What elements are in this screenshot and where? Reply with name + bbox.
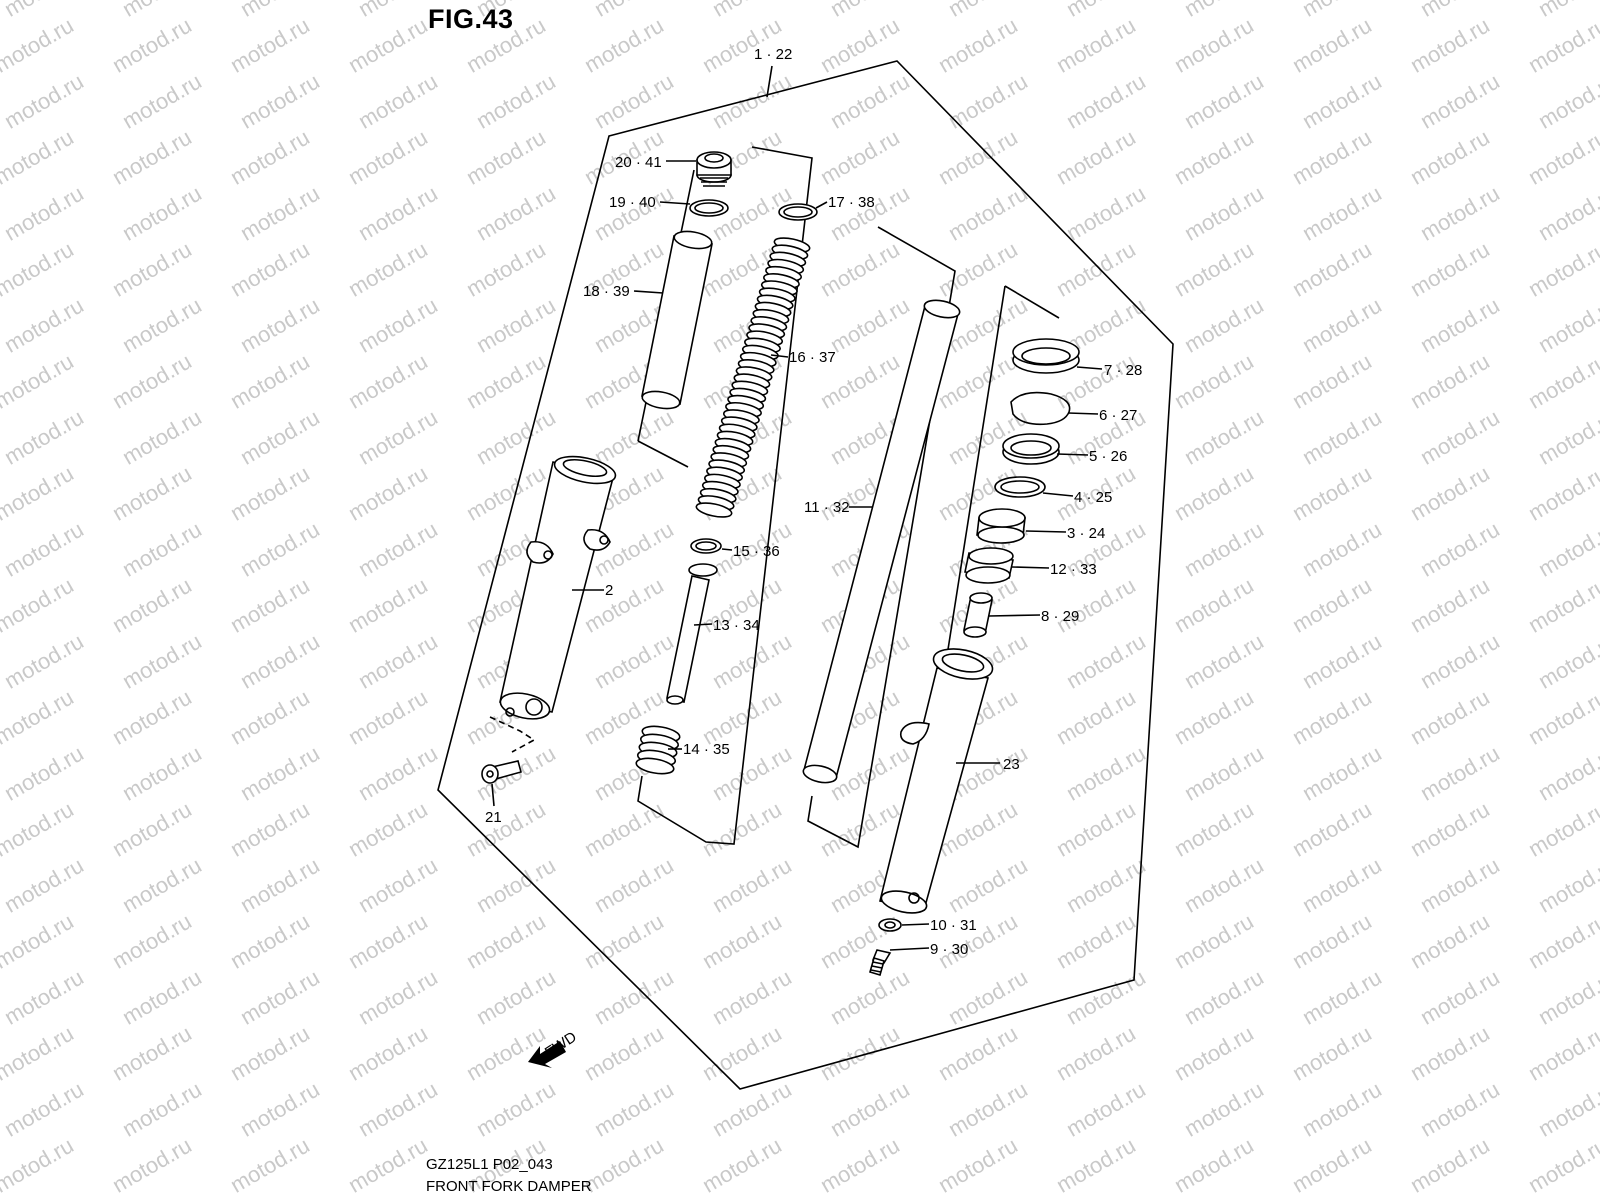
assembly-outline	[437, 60, 1174, 1090]
callout-label: 23	[1003, 756, 1020, 773]
rebound-spring-icon	[635, 725, 681, 775]
oil-seal-icon	[1002, 433, 1060, 465]
fork-spring-icon	[695, 237, 811, 518]
leader-line	[988, 614, 1041, 617]
bolt-icon	[481, 716, 536, 784]
oil-seal-retainer-icon	[994, 476, 1046, 498]
leader-line	[721, 548, 733, 551]
callout-oil-seal: 5 · 26	[1056, 448, 1127, 465]
callout-piston-ring: 15 · 36	[721, 543, 780, 560]
leader-line	[815, 201, 828, 209]
callout-oil-lock-piece: 8 · 29	[988, 608, 1079, 625]
callout-label: 10 · 31	[930, 917, 977, 934]
callout-label: 21	[485, 809, 502, 826]
cap-o-ring-inner	[694, 202, 724, 214]
piston-ring-inner	[695, 541, 717, 551]
callout-inner-bushing: 12 · 33	[1011, 561, 1097, 578]
callout-label: 17 · 38	[828, 194, 875, 211]
diagram-code: GZ125L1 P02_043	[426, 1156, 553, 1173]
callout-label: 1 · 22	[754, 46, 792, 63]
spacer-ring-inner	[783, 206, 813, 218]
leader-line	[766, 65, 773, 98]
callout-label: 11 · 32	[804, 499, 850, 516]
callout-inner-tube: 11 · 32	[804, 499, 873, 516]
callout-cap-o-ring: 19 · 40	[609, 194, 691, 211]
callout-assy: 1 · 22	[754, 46, 792, 98]
callout-label: 18 · 39	[583, 283, 630, 300]
callout-gasket: 10 · 31	[901, 917, 977, 934]
spring-coil	[695, 502, 733, 518]
callout-label: 16 · 37	[789, 349, 836, 366]
rebound-coil	[635, 757, 675, 775]
callout-fork-spring: 16 · 37	[770, 349, 836, 366]
damper-bolt-icon	[869, 949, 892, 976]
callout-label: 6 · 27	[1099, 407, 1137, 424]
leader-line	[1025, 530, 1067, 533]
callout-spacer: 18 · 39	[583, 283, 664, 300]
seal-panel-outline	[1004, 285, 1060, 319]
callout-label: 3 · 24	[1067, 525, 1105, 542]
callout-label: 20 · 41	[615, 154, 662, 171]
right-outer-tube-icon	[879, 648, 994, 914]
callout-outer-tube-right: 23	[956, 756, 1020, 773]
forward-label: FWD	[542, 1028, 580, 1061]
callout-rebound-spring: 14 · 35	[668, 741, 730, 758]
leader-line	[901, 923, 930, 926]
callout-outer-tube-left: 2	[572, 582, 613, 599]
callout-label: 12 · 33	[1050, 561, 1097, 578]
forward-direction-arrow: FWD	[528, 1028, 580, 1068]
gasket-inner	[884, 921, 896, 929]
stopper-ring-icon	[1010, 391, 1071, 426]
leader-line	[1076, 366, 1103, 370]
leader-line	[693, 623, 713, 626]
leader-line	[770, 354, 789, 358]
outer-bushing-icon	[976, 508, 1026, 544]
callout-damper-rod: 13 · 34	[693, 617, 760, 634]
callout-label: 5 · 26	[1089, 448, 1127, 465]
leader-line	[1011, 566, 1050, 569]
leader-line	[889, 947, 930, 951]
tube-panel-outline	[807, 226, 956, 849]
cap-bolt-icon	[696, 151, 732, 187]
figure-title: FIG.43	[428, 4, 514, 34]
callout-stopper-ring: 6 · 27	[1067, 407, 1137, 424]
inner-tube-icon	[802, 299, 961, 784]
oil-lock-piece-icon	[963, 592, 993, 638]
callout-label: 15 · 36	[733, 543, 780, 560]
callout-outer-bushing: 3 · 24	[1025, 525, 1105, 542]
leader-line	[1067, 412, 1099, 415]
leader-line	[659, 201, 691, 205]
left-outer-tube-icon	[499, 455, 617, 720]
callout-cap-bolt: 20 · 41	[615, 154, 696, 171]
gasket-icon	[878, 918, 902, 932]
damper-rod-icon	[666, 563, 718, 705]
callout-label: 2	[605, 582, 613, 599]
leader-line	[491, 783, 495, 807]
spring-panel-outline	[637, 146, 813, 845]
callout-bolt: 21	[485, 783, 502, 826]
leader-line	[1056, 453, 1089, 456]
diagram-name: FRONT FORK DAMPER	[426, 1178, 592, 1195]
callout-oil-seal-retainer: 4 · 25	[1042, 489, 1112, 506]
leader-line	[633, 290, 664, 294]
dust-seal-icon	[1012, 338, 1080, 374]
callout-label: 14 · 35	[683, 741, 730, 758]
spacer-tube-icon	[641, 230, 713, 410]
inner-bushing-icon	[964, 547, 1014, 584]
callout-label: 19 · 40	[609, 194, 656, 211]
callout-label: 4 · 25	[1074, 489, 1112, 506]
callout-label: 9 · 30	[930, 941, 968, 958]
callout-damper-bolt: 9 · 30	[889, 941, 968, 958]
oil-seal-retainer-inner	[1000, 480, 1040, 494]
spacer-panel-edge	[637, 440, 689, 468]
callout-label: 7 · 28	[1104, 362, 1142, 379]
callout-label: 8 · 29	[1041, 608, 1079, 625]
callout-spacer-ring: 17 · 38	[815, 194, 875, 211]
callout-label: 13 · 34	[713, 617, 760, 634]
callout-dust-seal: 7 · 28	[1076, 362, 1142, 379]
leader-line	[1042, 492, 1074, 497]
